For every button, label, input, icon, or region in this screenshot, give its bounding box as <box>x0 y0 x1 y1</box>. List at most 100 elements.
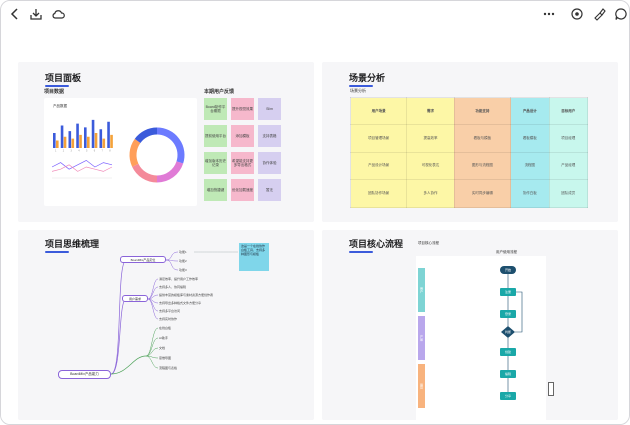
mindmap-child-node[interactable]: 功能1 <box>179 250 187 254</box>
flow-process-node[interactable]: 登录 <box>500 310 516 318</box>
table-cell[interactable]: 可视化表达 <box>406 151 455 181</box>
sticky-note[interactable]: 优化加载速度 <box>231 179 254 201</box>
table-header-cell[interactable]: 目标用户 <box>548 97 589 125</box>
download-icon[interactable] <box>28 6 44 22</box>
flow-process-node[interactable]: 编辑 <box>500 370 516 378</box>
sticky-note[interactable]: 提前使用平台 <box>204 125 227 147</box>
bar-tick-label: 3 <box>71 150 73 153</box>
sticky-note[interactable]: 支持表格 <box>258 125 281 147</box>
table-cell[interactable]: 项目管理场景 <box>349 124 408 153</box>
mindmap-child-node[interactable]: 文档 <box>159 346 166 350</box>
table-cell[interactable]: 协作白板 <box>510 179 550 208</box>
sticky-note[interactable]: 协作体验 <box>258 152 281 174</box>
table-cell[interactable]: 流程图 <box>510 151 550 181</box>
pie-slice <box>132 163 158 183</box>
pie-slice <box>156 161 184 183</box>
table-cell[interactable]: 产品设计场景 <box>349 151 408 181</box>
sticky-note[interactable]: 增加版本历史记录 <box>204 152 227 174</box>
mindmap-child-node[interactable]: 支持导出多种格式文件方便分享 <box>159 301 202 305</box>
bar-mark <box>68 131 72 148</box>
bar-mark <box>94 133 98 148</box>
sticky-note[interactable]: 提升视觉效果 <box>231 98 254 120</box>
bar-mark <box>91 119 95 148</box>
table-row: 项目管理场景提高效率看板与模板看板模板项目经理 <box>349 124 589 153</box>
dashboard-title: 项目面板 <box>45 71 81 87</box>
mindmap-root[interactable]: BoardMix产品能力 <box>58 370 111 379</box>
sticky-note[interactable]: 增加快捷键 <box>204 179 227 201</box>
chat-bubble-icon[interactable] <box>613 6 629 22</box>
mindmap-child-node[interactable]: 流程图与表格 <box>159 366 178 370</box>
table-header-cell[interactable]: 用户场景 <box>349 97 408 125</box>
table-cell[interactable]: 项目经理 <box>548 124 589 153</box>
user-feedback-label: 本期用户反馈 <box>204 89 235 95</box>
mindmap-child-node[interactable]: AI助手 <box>159 336 168 340</box>
cloud-icon[interactable] <box>50 6 66 22</box>
brush-icon[interactable] <box>591 6 607 22</box>
sticky-note[interactable]: 添加模板 <box>231 125 254 147</box>
table-cell[interactable]: 多人协作 <box>406 179 455 208</box>
sticky-note[interactable]: Slim <box>258 98 281 120</box>
scenario-panel[interactable]: 场景分析 场景分析 用户场景需求功能支持产品设计目标用户项目管理场景提高效率看板… <box>322 62 618 222</box>
table-header-cell[interactable]: 功能支持 <box>453 97 512 125</box>
bar-tick-label: 5 <box>86 150 88 153</box>
mindmap-child-node[interactable]: 提供丰富的模板库与素材资源方便创作者 <box>159 293 214 297</box>
flow-process-node[interactable]: 创建 <box>500 348 516 356</box>
swimlane-label[interactable]: 运营 <box>418 364 425 408</box>
mindmap-branch-positioning[interactable]: BoardMix产品定位 <box>120 256 166 263</box>
mindmap-child-node[interactable]: 功能2 <box>179 259 187 263</box>
mindmap-child-node[interactable]: 在线白板 <box>159 326 172 330</box>
scenario-table: 用户场景需求功能支持产品设计目标用户项目管理场景提高效率看板与模板看板模板项目经… <box>349 97 589 208</box>
more-icon[interactable] <box>541 6 557 22</box>
flow-process-node[interactable]: 分享 <box>500 392 516 400</box>
bar-tick-label: 4 <box>78 150 80 153</box>
mindmap-child-node[interactable]: 支持多平台访问 <box>159 309 181 313</box>
table-cell[interactable]: 图形与流程图 <box>453 151 512 181</box>
table-cell[interactable]: 看板模板 <box>510 124 550 153</box>
pie-slice <box>134 127 158 144</box>
table-cell[interactable]: 产品经理 <box>548 151 589 181</box>
sticky-note[interactable]: 暂无 <box>258 179 281 201</box>
flow-panel[interactable]: 项目核心流程 项目核心流程 用户使用流程 用户产品运营 开始注册登录判断创建编辑… <box>322 230 618 420</box>
table-cell[interactable]: 实时同步编辑 <box>453 179 512 208</box>
sticky-note[interactable]: Board制作平台期限 <box>204 98 227 120</box>
mindmap-child-node[interactable]: 支持多人、协同编辑 <box>159 285 187 289</box>
swimlane-label[interactable]: 用户 <box>418 268 425 312</box>
target-icon[interactable] <box>569 6 585 22</box>
mindmap-branch-needs[interactable]: 用户需求 <box>122 295 148 302</box>
pie-slice <box>129 138 141 167</box>
table-row: 团队协作场景多人协作实时同步编辑协作白板团队成员 <box>349 179 589 208</box>
mindmap-title: 项目思维梳理 <box>45 237 99 253</box>
donut-chart <box>129 127 185 183</box>
table-cell[interactable]: 提高效率 <box>406 124 455 153</box>
flow-process-node[interactable]: 开始 <box>500 266 516 274</box>
swimlane-label[interactable]: 产品 <box>418 316 425 360</box>
sticky-note[interactable]: 希望能支持更多导出格式 <box>231 152 254 174</box>
flow-decision-node[interactable]: 判断 <box>501 326 515 338</box>
flow-card <box>416 256 546 420</box>
mindmap-child-node[interactable]: 功能3 <box>179 268 187 272</box>
table-cell[interactable]: 团队协作场景 <box>349 179 408 208</box>
bar-tick-label: 6 <box>94 150 96 153</box>
flow-title: 项目核心流程 <box>349 237 403 253</box>
table-cell[interactable]: 团队成员 <box>548 179 589 208</box>
table-header-cell[interactable]: 需求 <box>406 97 455 125</box>
bar-mark <box>63 136 67 148</box>
bar-mark <box>84 127 87 148</box>
bar-tick-label: 2 <box>63 150 65 153</box>
mindmap-note[interactable]: 这是一个在线协作白板工具，支持多种图形与模板 <box>239 243 269 271</box>
mindmap-child-node[interactable]: 满足效率、提升用户工作效率 <box>159 277 199 281</box>
mindmap-child-node[interactable]: 思维导图 <box>159 356 172 360</box>
project-data-label: 项目数据 <box>44 89 65 95</box>
flow-connectors <box>507 274 523 392</box>
flow-process-node[interactable]: 注册 <box>500 288 516 296</box>
bar-mark <box>107 121 110 148</box>
minimap-widget[interactable] <box>548 382 554 396</box>
table-header-cell[interactable]: 产品设计 <box>510 97 550 125</box>
mindmap-panel[interactable]: 项目思维梳理 Boar <box>18 230 314 420</box>
chevron-left-icon[interactable] <box>7 6 23 22</box>
table-cell[interactable]: 看板与模板 <box>453 124 512 153</box>
mindmap-child-node[interactable]: 支持实时协作 <box>159 317 178 321</box>
